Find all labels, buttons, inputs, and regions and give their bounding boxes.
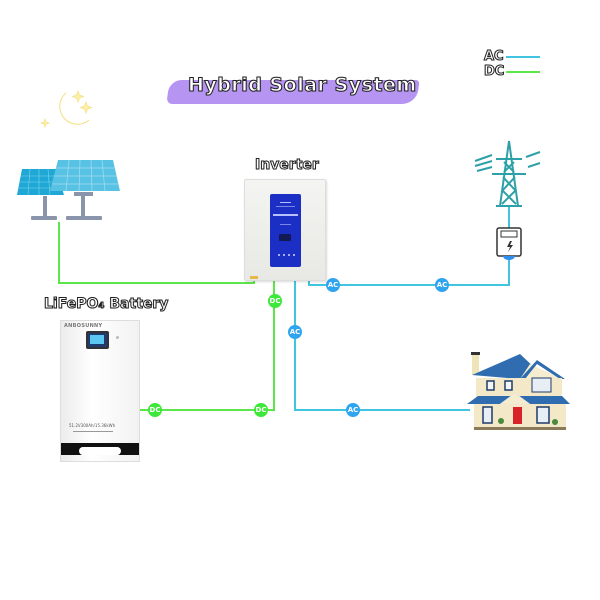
battery-power-button	[116, 336, 119, 339]
legend-label-ac: AC	[484, 49, 505, 65]
electric-meter-icon	[496, 227, 522, 260]
wire-dc-solar	[58, 222, 255, 284]
solar-panel-icon	[17, 159, 120, 220]
battery-spec: 51.2V300Ah/15.36kWh	[69, 423, 116, 428]
wire-dc-battery	[139, 279, 275, 411]
battery-label: LiFePO₄ Battery	[43, 296, 169, 313]
inverter-indicator-led	[288, 254, 290, 256]
inverter-brand-mark	[273, 214, 298, 216]
battery-screen	[86, 331, 109, 349]
inverter-terminal	[250, 276, 258, 279]
legend: AC DC	[483, 49, 541, 80]
inverter-indicator-led	[283, 254, 285, 256]
dc-badge: DC	[254, 403, 268, 417]
inverter-screen	[279, 234, 291, 241]
diagram-title: Hybrid Solar System	[166, 72, 420, 108]
ac-badge: AC	[288, 325, 302, 339]
title-text: Hybrid Solar System	[188, 74, 417, 97]
legend-label-dc: DC	[483, 64, 505, 80]
legend-item-dc: DC	[483, 64, 541, 80]
ac-badge: AC	[346, 403, 360, 417]
inverter-front-panel	[270, 194, 301, 267]
battery-screen-display	[90, 335, 104, 344]
legend-line-dc	[506, 70, 541, 73]
inverter-label: Inverter	[255, 157, 320, 174]
ac-badge: AC	[435, 278, 449, 292]
inverter-panel-text	[276, 206, 295, 207]
moon-icon	[39, 90, 93, 129]
legend-line-ac	[505, 55, 540, 58]
wire-ac-house	[294, 279, 470, 411]
inverter-device	[244, 179, 326, 281]
battery-handle	[79, 447, 121, 455]
house-icon	[467, 352, 570, 430]
battery-brand: ANBOSUNNY	[64, 323, 103, 329]
dc-badge: DC	[268, 294, 282, 308]
inverter-indicator-led	[278, 254, 280, 256]
inverter-indicator-led	[293, 254, 295, 256]
legend-item-ac: AC	[484, 49, 540, 65]
inverter-panel-text	[280, 224, 291, 225]
wire-ac-grid	[308, 258, 510, 286]
inverter-panel-text	[280, 202, 291, 203]
ac-badge: AC	[326, 278, 340, 292]
battery-subtext	[73, 431, 113, 432]
power-tower-icon	[474, 140, 541, 207]
battery-device: ANBOSUNNY 51.2V300Ah/15.36kWh	[60, 320, 140, 462]
dc-badge: DC	[148, 403, 162, 417]
